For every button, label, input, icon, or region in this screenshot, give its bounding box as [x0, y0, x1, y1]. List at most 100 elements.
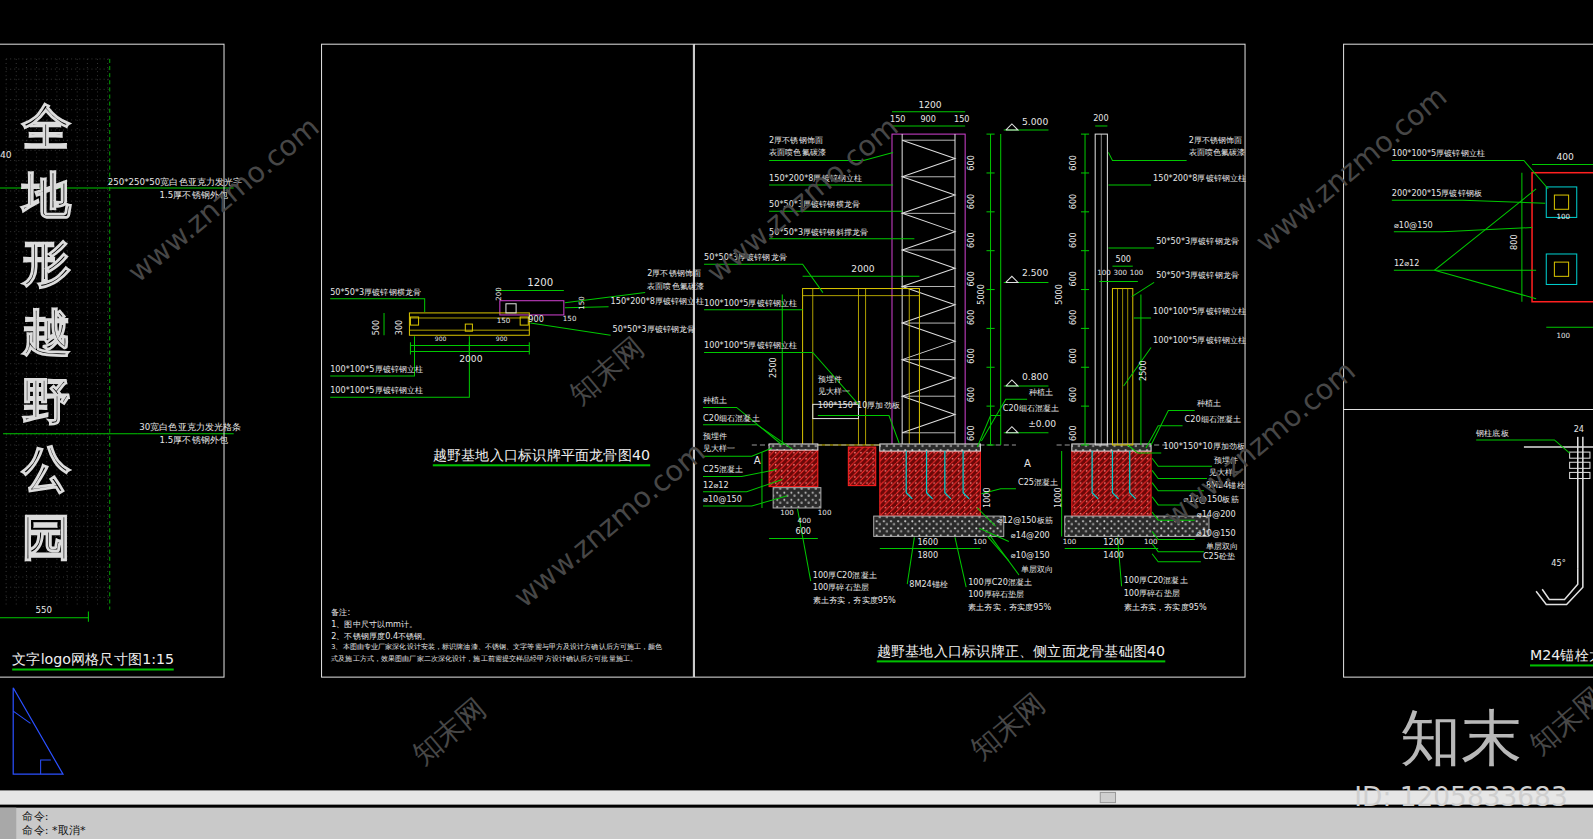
leader-line	[955, 537, 966, 587]
anchor-bolt	[1582, 437, 1584, 569]
bolt-nut	[1570, 452, 1590, 458]
leader-line	[907, 537, 914, 584]
dimension-tick	[1081, 172, 1089, 173]
annotation: 表面喷色氟碳漆	[1189, 148, 1246, 157]
annotation: 2厚不锈钢饰面	[647, 269, 701, 278]
grid-line	[6, 566, 110, 567]
annotation: 100厚C20混凝土	[968, 578, 1032, 587]
annotation: ⌀10@150	[1011, 551, 1050, 560]
annotation: 2厚不锈钢饰面	[1189, 136, 1243, 145]
steel-post	[1554, 262, 1568, 276]
grid-line	[6, 577, 110, 578]
drawing-title: 越野基地入口标识牌平面龙骨图40	[433, 447, 650, 466]
truss-chord	[902, 323, 955, 324]
dimension-tick	[1081, 211, 1089, 212]
leader-line	[3, 433, 137, 434]
leader-line	[769, 238, 914, 239]
dimension-tick	[1081, 134, 1089, 135]
annotation: 100*150*10厚加劲板	[818, 401, 900, 410]
dimension: 1600	[917, 537, 938, 546]
annotation: ⌀14@200	[1011, 531, 1050, 540]
concrete-footing	[848, 447, 875, 486]
dimension: 550	[36, 606, 52, 616]
dimension: 600	[967, 271, 976, 287]
annotation: ID: 1205833683	[1354, 782, 1567, 812]
annotation: 50*50*3厚镀锌钢横龙骨	[330, 288, 421, 297]
command-bar	[0, 808, 1593, 839]
annotation: 2厚不锈钢饰面	[769, 136, 823, 145]
dimension-tick	[986, 289, 994, 290]
dimension: 600	[1069, 387, 1078, 403]
grid-line	[6, 597, 110, 598]
dimension: 900	[920, 115, 936, 124]
annotation: 命令:	[22, 811, 48, 824]
leader-line	[1394, 189, 1536, 270]
truss-chord	[902, 432, 955, 433]
annotation: 100*100*5厚镀锌钢立柱	[704, 341, 797, 350]
annotation: C20细石混凝土	[1003, 404, 1060, 413]
leader-line	[1108, 247, 1154, 248]
dimension: 5000	[977, 284, 986, 305]
leader-line	[1108, 184, 1151, 185]
ucs-icon	[13, 688, 63, 774]
dimension: 100	[1063, 537, 1077, 545]
dimension: 2.500	[1022, 268, 1048, 279]
level-mark	[1006, 276, 1018, 282]
dimension-tick	[986, 172, 994, 173]
dimension: 100	[1556, 213, 1570, 221]
steel-frame-plan	[409, 313, 529, 335]
dimension-tick	[986, 211, 994, 212]
watermark: 知末网	[965, 687, 1051, 767]
annotation: C20细石混凝土	[1185, 415, 1242, 424]
dimension: 100	[1144, 537, 1158, 545]
annotation: 知末	[1400, 703, 1522, 773]
dimension-line	[0, 617, 88, 618]
dimension: 500	[372, 320, 381, 336]
dimension: 600	[1069, 425, 1078, 441]
dimension-tick	[1081, 289, 1089, 290]
annotation: 100厚碎石垫层	[1124, 589, 1180, 598]
truss-chord	[902, 213, 955, 214]
dimension: 600	[1069, 194, 1078, 210]
dimension: 600	[967, 348, 976, 364]
anchor-bolt	[906, 451, 912, 499]
steel-post	[1546, 187, 1576, 217]
annotation: ⌀10@150	[1197, 529, 1236, 538]
dimension: 24	[1574, 425, 1584, 434]
truss-chord	[902, 359, 955, 360]
annotation: 3、本图由专业厂家深化设计安装，标识牌油漆、不锈钢、文字等需与甲方及设计方确认后…	[331, 644, 662, 652]
dimension: 100	[1097, 269, 1111, 277]
dimension-tick	[410, 342, 411, 354]
command-grip	[0, 808, 16, 839]
dimension-line	[892, 111, 965, 112]
dimension-tick	[986, 367, 994, 368]
dimension: 100	[780, 509, 794, 517]
dimension: 1200	[527, 277, 553, 289]
dimension: 1200	[1103, 537, 1124, 546]
annotation: 100*100*5厚镀锌钢立柱	[1392, 149, 1485, 158]
watermark: 知末网	[1524, 682, 1593, 762]
annotation: 单层双向	[1206, 541, 1239, 550]
annotation: 钢柱底板	[1476, 429, 1509, 438]
annotation: 12⌀12	[703, 481, 729, 490]
annotation: 45°	[1551, 559, 1565, 568]
annotation: ⌀10@150	[703, 495, 742, 504]
annotation: 200*200*15厚镀锌钢板	[1392, 189, 1482, 198]
anchor-bolt	[1130, 451, 1136, 499]
stainless-panel	[1095, 134, 1107, 445]
dimension-line	[803, 276, 920, 277]
annotation: 100*100*5厚镀锌钢立柱	[1153, 336, 1246, 345]
grid-line	[97, 59, 98, 606]
steel-post	[1122, 289, 1123, 445]
dimension-line	[496, 290, 564, 291]
level-mark	[1006, 380, 1018, 386]
dimension: 600	[967, 425, 976, 441]
steel-post	[410, 317, 418, 325]
steel-post	[1117, 289, 1118, 445]
dimension-tick	[986, 406, 994, 407]
dimension: 100	[818, 509, 832, 517]
leader-line	[1124, 347, 1151, 386]
dimension: 150	[497, 317, 511, 325]
dimension: 200	[1093, 114, 1109, 123]
